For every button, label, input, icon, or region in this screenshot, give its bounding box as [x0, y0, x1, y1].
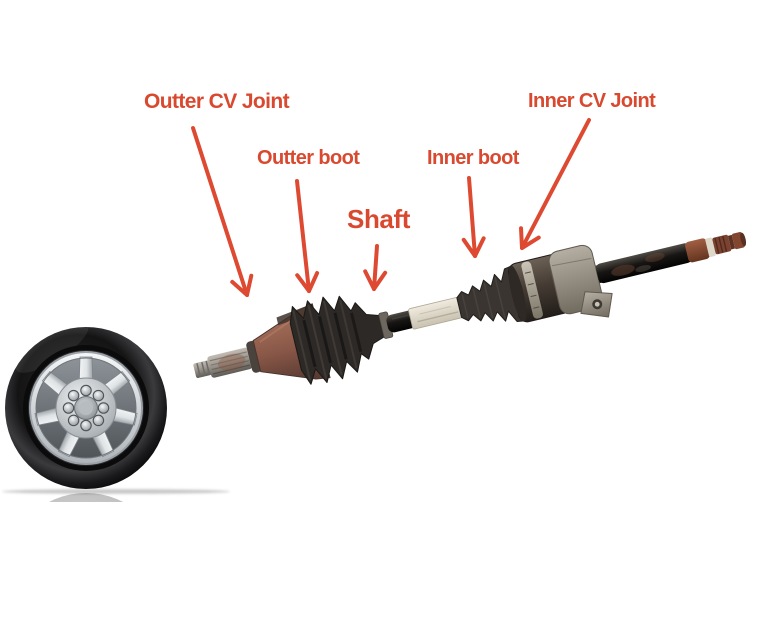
- wheel-reflection: [4, 492, 168, 632]
- arrow-shaft: [363, 244, 388, 291]
- mount-bracket: [548, 244, 613, 318]
- arrow-outer-cv-joint: [191, 126, 254, 297]
- inner-splined-tip: [712, 232, 747, 255]
- arrow-inner-boot: [461, 176, 486, 258]
- arrow-inner-cv-joint: [519, 118, 591, 250]
- annotation-arrows: [191, 118, 591, 297]
- wheel-art: [5, 323, 167, 489]
- housing-stamp-band: [521, 261, 543, 319]
- inner-cv-joint-part: [508, 244, 613, 323]
- label-outer-cv-joint: Outter CV Joint: [144, 90, 290, 113]
- arrow-outer-boot: [295, 179, 320, 293]
- cv-axle-illustration: [193, 232, 747, 385]
- label-shaft: Shaft: [347, 204, 411, 234]
- white-ring: [705, 237, 716, 257]
- rust-band: [685, 238, 710, 263]
- inner-boot-part: [456, 266, 524, 322]
- ground-shadow: [2, 489, 230, 494]
- wheel-illustration: [2, 323, 230, 632]
- lug-nuts: [62, 384, 110, 432]
- label-inner-cv-joint: Inner CV Joint: [528, 90, 656, 112]
- label-inner-boot: Inner boot: [427, 147, 519, 169]
- outer-boot-part: [289, 295, 394, 385]
- axle-stub-part: [193, 340, 262, 378]
- axle-inner-shaft-part: [595, 232, 747, 284]
- wheel-hub: [55, 377, 117, 439]
- label-outer-boot: Outter boot: [257, 147, 360, 169]
